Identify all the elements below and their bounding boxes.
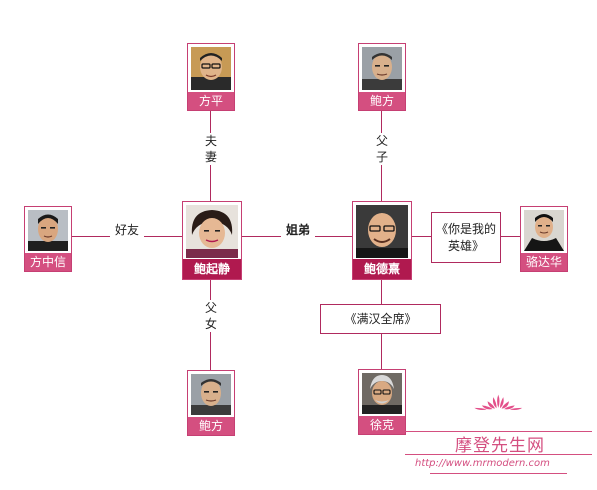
portrait-man-older-photo bbox=[362, 47, 402, 90]
portrait-man-bald-icon bbox=[356, 205, 408, 258]
portrait-man-glasses-icon bbox=[191, 47, 231, 90]
person-card-right[interactable]: 骆达华 bbox=[520, 206, 568, 272]
lotus-logo-icon bbox=[474, 394, 523, 411]
portrait-man-suit-photo bbox=[524, 210, 564, 251]
relation-spouse-label: 夫 妻 bbox=[204, 133, 218, 165]
person-name-bottom-right: 徐克 bbox=[359, 416, 405, 434]
person-card-top-right[interactable]: 鲍方 bbox=[358, 43, 406, 111]
relation-father-daughter-line1: 父 bbox=[204, 301, 217, 315]
watermark-title: 摩登先生网 bbox=[455, 436, 545, 456]
person-name-bottom-left: 鲍方 bbox=[188, 417, 234, 435]
watermark-middle-line bbox=[405, 454, 592, 455]
film-title-hero-line1: 《你是我的 bbox=[435, 221, 496, 236]
film-box-hero[interactable]: 《你是我的 英雄》 bbox=[431, 212, 501, 263]
relation-siblings-label: 姐弟 bbox=[281, 222, 315, 238]
relation-father-son-line2: 子 bbox=[375, 150, 388, 164]
person-card-center-right[interactable]: 鲍德熹 bbox=[352, 201, 412, 280]
person-name-right: 骆达华 bbox=[521, 253, 567, 271]
person-card-bottom-left[interactable]: 鲍方 bbox=[187, 370, 235, 436]
film-title-hero-line2: 英雄》 bbox=[447, 238, 484, 253]
relation-father-son-line1: 父 bbox=[375, 134, 388, 148]
portrait-man-older-photo-2 bbox=[191, 374, 231, 415]
person-card-left[interactable]: 方中信 bbox=[24, 206, 72, 272]
portrait-man-suit-icon bbox=[524, 210, 564, 251]
film-box-banquet[interactable]: 《满汉全席》 bbox=[320, 304, 441, 334]
portrait-man-bald-photo bbox=[356, 205, 408, 258]
relation-father-daughter-label: 父 女 bbox=[204, 300, 218, 332]
portrait-man-beard-icon bbox=[362, 373, 402, 414]
watermark-bottom-line bbox=[430, 473, 567, 474]
portrait-man-icon bbox=[28, 210, 68, 251]
site-watermark: 摩登先生网 http://www.mrmodern.com bbox=[400, 393, 597, 490]
person-card-bottom-right[interactable]: 徐克 bbox=[358, 369, 406, 435]
film-title-banquet: 《满汉全席》 bbox=[344, 311, 417, 326]
person-name-top-right: 鲍方 bbox=[359, 92, 405, 110]
film-title-hero: 《你是我的 英雄》 bbox=[436, 221, 496, 255]
person-name-center-right: 鲍德熹 bbox=[353, 259, 411, 279]
person-name-left: 方中信 bbox=[25, 253, 71, 271]
person-name-center-left: 鲍起静 bbox=[183, 259, 241, 279]
portrait-man-older-icon bbox=[191, 374, 231, 415]
person-card-top-left[interactable]: 方平 bbox=[187, 43, 235, 111]
portrait-man-older-icon bbox=[362, 47, 402, 90]
portrait-woman-photo bbox=[186, 205, 238, 258]
relation-spouse-line2: 妻 bbox=[204, 150, 217, 164]
portrait-man-glasses-photo bbox=[191, 47, 231, 90]
relation-friend-label: 好友 bbox=[110, 222, 144, 238]
relation-spouse-line1: 夫 bbox=[204, 134, 217, 148]
portrait-man-photo bbox=[28, 210, 68, 251]
watermark-url: http://www.mrmodern.com bbox=[415, 458, 550, 469]
person-card-center-left[interactable]: 鲍起静 bbox=[182, 201, 242, 280]
person-name-top-left: 方平 bbox=[188, 92, 234, 110]
portrait-man-beard-photo bbox=[362, 373, 402, 414]
watermark-top-line bbox=[405, 431, 592, 432]
relation-father-daughter-line2: 女 bbox=[204, 317, 217, 331]
relation-father-son-label: 父 子 bbox=[375, 133, 389, 165]
portrait-woman-icon bbox=[186, 205, 238, 258]
